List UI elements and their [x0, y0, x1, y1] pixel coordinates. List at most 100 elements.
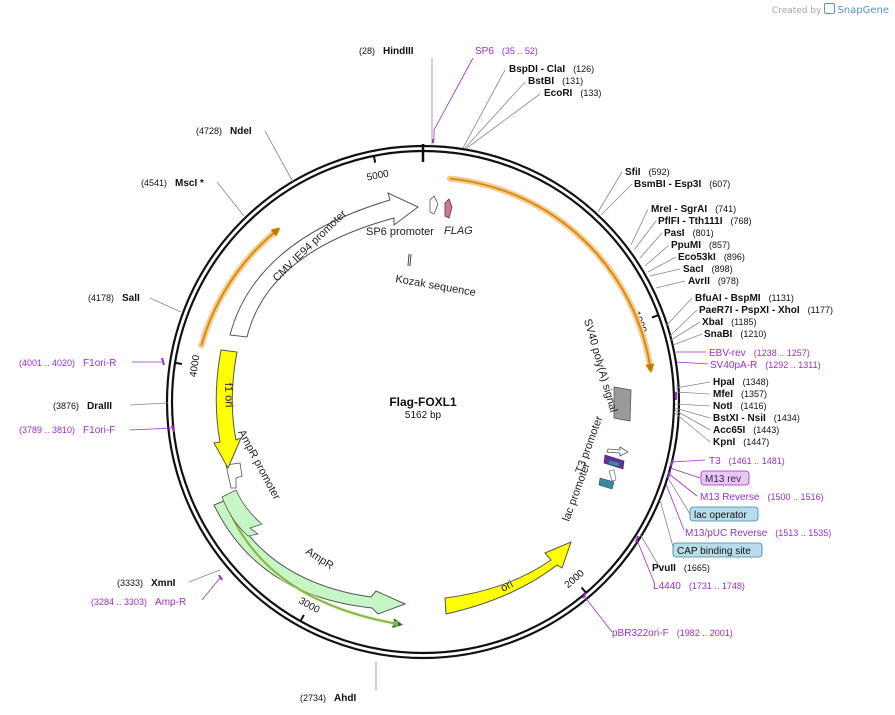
ruler-tick [580, 586, 587, 594]
site-ahdi[interactable]: (2734)AhdI [300, 693, 356, 704]
site-xmni[interactable]: (3333)XmnI [117, 578, 176, 589]
site-sfii[interactable]: SfiI(592) [625, 167, 670, 178]
site-hindiii[interactable]: (28)HindIII [359, 46, 414, 57]
f1-ori-label: f1 ori [222, 383, 235, 408]
primer-labels: SP6(35 .. 52) EBV-rev(1238 .. 1257) SV40… [19, 46, 831, 639]
lac-operator-block [607, 459, 621, 468]
acc65i-leader [674, 409, 711, 431]
site-ndei[interactable]: (4728)NdeI [196, 126, 252, 137]
l4440-leader [636, 539, 655, 583]
site-ecori[interactable]: EcoRI(133) [544, 88, 601, 99]
sv40pa-r-leader [676, 361, 709, 365]
ori-arrow [444, 541, 572, 615]
bsmbi-leader [600, 183, 633, 216]
site-hpai[interactable]: HpaI(1348) [713, 377, 769, 388]
primer-sv40pa-r[interactable]: SV40pA-R(1292 .. 1311) [710, 360, 821, 371]
primer-t3[interactable]: T3(1461 .. 1481) [709, 456, 785, 467]
lac-operator-label[interactable]: lac operator [694, 510, 747, 521]
primer-f1ori-r[interactable]: (4001 .. 4020)F1ori-R [19, 358, 116, 369]
sites-right: BspDI - ClaI(126) BstBI(131) EcoRI(133) … [509, 64, 833, 574]
site-noti[interactable]: NotI(1416) [713, 401, 766, 412]
ampr-arrow [213, 499, 407, 615]
plasmid-size: 5162 bp [405, 410, 442, 421]
pflfi-leader [633, 220, 657, 251]
ndei-leader [264, 130, 294, 183]
m13-reverse-leader [668, 473, 698, 497]
sp6-promoter-arrow [429, 195, 439, 215]
site-xbai[interactable]: XbaI(1185) [702, 317, 756, 328]
credit-brand: SnapGene [837, 5, 889, 16]
sali-leader [149, 297, 182, 313]
primer-m13-reverse[interactable]: M13 Reverse(1500 .. 1516) [700, 492, 824, 503]
ruler-tick [299, 614, 305, 622]
mfei-leader [675, 391, 711, 395]
site-saci[interactable]: SacI(898) [683, 264, 733, 275]
site-acc65i[interactable]: Acc65I(1443) [713, 425, 779, 436]
site-bfuai[interactable]: BfuAI - BspMI(1131) [695, 293, 794, 304]
site-pflfi[interactable]: PflFI - Tth111I(768) [658, 216, 751, 227]
site-avrii[interactable]: AvrII(978) [688, 276, 739, 287]
site-snabi[interactable]: SnaBI(1210) [704, 329, 766, 340]
ampr-promoter-arrow [225, 462, 243, 489]
paer7i-leader [669, 309, 698, 337]
site-pasi[interactable]: PasI(801) [664, 228, 714, 239]
cmv-promoter-arrow [229, 192, 419, 338]
f1ori-f-mark [171, 424, 175, 433]
eco53ki-leader [647, 256, 677, 273]
orf-right-arc [449, 177, 655, 374]
site-msci[interactable]: (4541)MscI * [141, 178, 204, 189]
xmni-leader [188, 569, 221, 583]
kpni-leader [673, 411, 711, 443]
site-draiii[interactable]: (3876)DraIII [53, 401, 112, 412]
primer-ebv-rev[interactable]: EBV-rev(1238 .. 1257) [709, 348, 810, 359]
primer-m13-puc[interactable]: M13/pUC Reverse(1513 .. 1535) [685, 528, 831, 539]
primer-amp-r[interactable]: (3284 .. 3303)Amp-R [91, 597, 186, 608]
site-bstxi[interactable]: BstXI - NsiI(1434) [713, 413, 800, 424]
primer-l4440[interactable]: L4440(1731 .. 1748) [653, 581, 745, 592]
ruler-label: 5000 [366, 168, 390, 183]
ruler-label: 4000 [188, 354, 202, 378]
primer-sp6[interactable]: SP6(35 .. 52) [475, 46, 538, 57]
primer-m13-rev[interactable]: M13 rev [705, 474, 741, 485]
draiii-leader [129, 402, 169, 406]
site-kpni[interactable]: KpnI(1447) [713, 437, 769, 448]
bstxi-leader [674, 407, 711, 419]
cap-site-label[interactable]: CAP binding site [677, 546, 751, 557]
site-bsmbi[interactable]: BsmBI - Esp3I(607) [634, 179, 730, 190]
site-bstbi[interactable]: BstBI(131) [528, 76, 583, 87]
primer-pbr322ori-f[interactable]: pBR322ori-F(1982 .. 2001) [612, 628, 733, 639]
t3-leader [671, 459, 706, 463]
f1ori-r-mark [161, 357, 165, 366]
cap-site-box [672, 542, 763, 558]
site-ppumi[interactable]: PpuMI(857) [671, 240, 730, 251]
site-sali[interactable]: (4178)SalI [88, 293, 140, 304]
orf-right-glow [446, 175, 654, 372]
backbone [165, 144, 681, 660]
kozak-label: Kozak sequence [394, 273, 476, 299]
amp-r-mark [218, 574, 223, 581]
noti-leader [674, 403, 711, 407]
site-pvuii[interactable]: PvuII(1665) [652, 563, 710, 574]
bfuai-leader [665, 297, 693, 327]
ruler-tick [174, 361, 183, 365]
kozak-mark-1 [407, 253, 410, 267]
cap-site-leader [659, 499, 675, 551]
sv40-polya-label: SV40 poly(A) signal [581, 318, 619, 414]
site-eco53ki[interactable]: Eco53kI(896) [678, 252, 745, 263]
cmv-promoter-label: CMV IE94 promoter [271, 208, 349, 284]
flag-feature [444, 198, 453, 219]
f1-ori-arrow [213, 349, 242, 470]
m13-rev-leader [669, 467, 701, 479]
t3-promoter-arrow [606, 446, 629, 457]
site-bspdi[interactable]: BspDI - ClaI(126) [509, 64, 594, 75]
site-mrei[interactable]: MreI - SgrAI(741) [651, 204, 736, 215]
primer-f1ori-f[interactable]: (3789 .. 3810)F1ori-F [19, 425, 115, 436]
pasi-leader [639, 232, 663, 259]
m13-rev-box [700, 470, 750, 486]
msci-leader [216, 181, 245, 217]
site-paer7i[interactable]: PaeR7I - PspXI - XhoI(1177) [699, 305, 833, 316]
ruler-tick [372, 155, 377, 163]
site-mfei[interactable]: MfeI(1357) [713, 389, 767, 400]
ecori-leader [466, 93, 541, 149]
lac-operator-box [689, 506, 759, 522]
